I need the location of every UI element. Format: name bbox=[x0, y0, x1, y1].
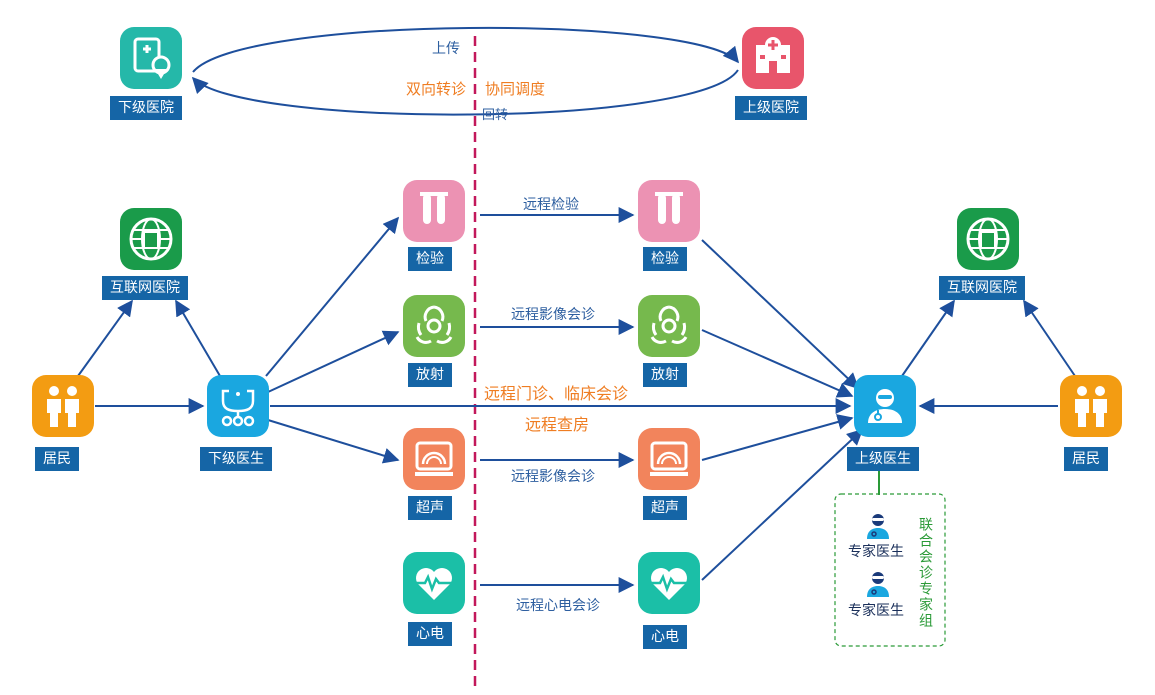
arrow-resident-left-to-internet bbox=[77, 299, 133, 377]
arrow-lowerdoc-to-lab bbox=[265, 216, 400, 377]
upper-hospital-icon bbox=[742, 27, 804, 89]
ultrasound-left-icon bbox=[403, 428, 465, 490]
expert-doctor-label-2: 专家医生 bbox=[848, 603, 904, 619]
lab-right-label: 检验 bbox=[643, 247, 687, 271]
ultrasound-right-icon bbox=[638, 428, 700, 490]
arrow-lowerdoc-to-internet bbox=[175, 299, 221, 377]
coordination-text: 协同调度 bbox=[485, 80, 546, 98]
arrow-radiology-to-upperdoc bbox=[701, 329, 854, 398]
lab-right-icon bbox=[638, 180, 700, 242]
lower-hospital-icon bbox=[120, 27, 182, 89]
internet-hospital-left-label: 互联网医院 bbox=[102, 276, 188, 300]
ultrasound-right-label: 超声 bbox=[643, 496, 687, 520]
internet-hospital-left-icon bbox=[120, 208, 182, 270]
resident-right-label: 居民 bbox=[1064, 447, 1108, 471]
ecg-left-label: 心电 bbox=[408, 622, 452, 646]
lower-hospital-label: 下级医院 bbox=[110, 96, 182, 120]
expert-doctor-icon-1 bbox=[863, 510, 893, 540]
internet-hospital-right-icon bbox=[957, 208, 1019, 270]
resident-left-label: 居民 bbox=[35, 447, 79, 471]
lab-left-icon bbox=[403, 180, 465, 242]
remote-imaging-text-2: 远程影像会诊 bbox=[511, 469, 595, 485]
resident-right-icon bbox=[1060, 375, 1122, 437]
expert-doctor-label-1: 专家医生 bbox=[848, 544, 904, 560]
arrow-ecg-to-upperdoc bbox=[701, 428, 864, 581]
return-text: 回转 bbox=[482, 108, 509, 123]
arrow-lowerdoc-to-radiology bbox=[267, 330, 400, 393]
lab-left-label: 检验 bbox=[408, 247, 452, 271]
ecg-right-icon bbox=[638, 552, 700, 614]
arrow-lowerdoc-to-ultrasound bbox=[267, 419, 400, 464]
resident-left-icon bbox=[32, 375, 94, 437]
upload-arc bbox=[192, 26, 740, 73]
arrow-resident-right-to-internet bbox=[1023, 299, 1076, 377]
ultrasound-left-label: 超声 bbox=[408, 496, 452, 520]
upper-doctor-icon bbox=[854, 375, 916, 437]
radiology-right-label: 放射 bbox=[643, 363, 687, 387]
lower-doctor-label: 下级医生 bbox=[200, 447, 272, 471]
radiology-right-icon bbox=[638, 295, 700, 357]
radiology-left-icon bbox=[403, 295, 465, 357]
arrow-lab-to-upperdoc bbox=[701, 239, 860, 390]
upper-hospital-label: 上级医院 bbox=[735, 96, 807, 120]
remote-lab-text: 远程检验 bbox=[523, 197, 579, 213]
upload-text: 上传 bbox=[432, 41, 460, 57]
arrow-ultrasound-to-upperdoc bbox=[701, 414, 854, 461]
two-way-referral-text: 双向转诊 bbox=[406, 80, 467, 98]
internet-hospital-right-label: 互联网医院 bbox=[939, 276, 1025, 300]
expert-group-box bbox=[834, 493, 946, 647]
ecg-right-label: 心电 bbox=[643, 625, 687, 649]
upper-doctor-label: 上级医生 bbox=[847, 447, 919, 471]
remote-rounds-text: 远程查房 bbox=[525, 415, 590, 434]
lower-doctor-icon bbox=[207, 375, 269, 437]
remote-imaging-text-1: 远程影像会诊 bbox=[511, 307, 595, 323]
joint-consultation-group-label: 联合会诊专家组 bbox=[917, 517, 933, 629]
return-arc bbox=[191, 69, 739, 116]
remote-clinic-text: 远程门诊、临床会诊 bbox=[484, 384, 629, 403]
expert-doctor-icon-2 bbox=[863, 568, 893, 598]
arrow-upperdoc-to-internet bbox=[901, 299, 955, 377]
radiology-left-label: 放射 bbox=[408, 363, 452, 387]
remote-ecg-text: 远程心电会诊 bbox=[516, 598, 600, 614]
ecg-left-icon bbox=[403, 552, 465, 614]
